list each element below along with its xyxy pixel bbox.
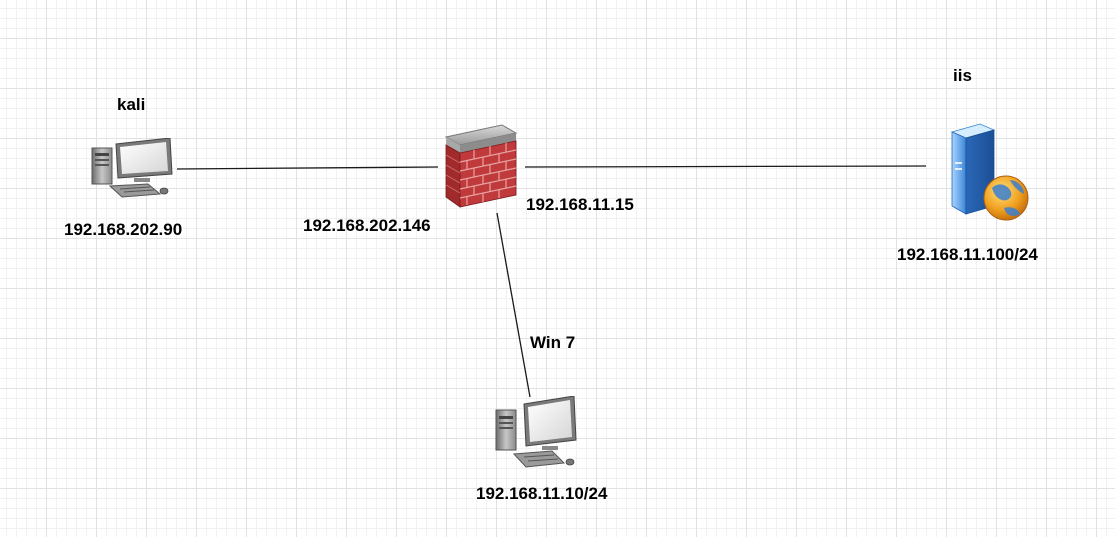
kali-name-label: kali <box>117 95 146 114</box>
win7-ip-label: 192.168.11.10/24 <box>476 484 608 503</box>
firewall-ip-right-label: 192.168.11.15 <box>526 195 634 214</box>
firewall-icon[interactable] <box>440 123 520 209</box>
link-firewall-iis[interactable] <box>524 165 927 168</box>
iis-name-label: iis <box>953 66 972 85</box>
web-server-icon[interactable] <box>944 122 1034 222</box>
win7-name-label: Win 7 <box>530 333 576 352</box>
firewall-ip-left-label: 192.168.202.146 <box>303 216 431 235</box>
iis-ip-label: 192.168.11.100/24 <box>897 245 1038 264</box>
kali-ip-label: 192.168.202.90 <box>64 220 183 239</box>
workstation-icon[interactable] <box>90 138 176 198</box>
link-kali-firewall[interactable] <box>176 166 439 170</box>
workstation-icon[interactable] <box>494 396 580 470</box>
link-firewall-win7[interactable] <box>496 212 531 398</box>
